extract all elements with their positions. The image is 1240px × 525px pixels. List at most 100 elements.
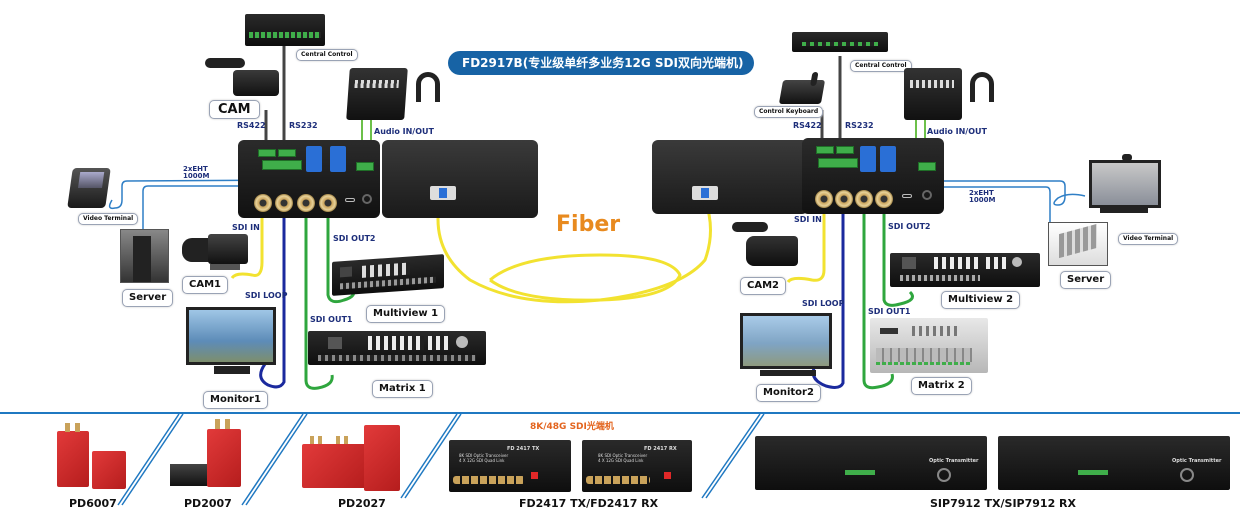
sdi-loop-label-right: SDI LOOP: [802, 299, 845, 308]
audio-mixer-icon-right: [904, 68, 962, 120]
fd2417-tx-desc-line1: 8K SDI Optic Transceiver: [459, 453, 509, 458]
camera-icon-cam2: [732, 220, 800, 270]
sdi-in-cable-left: [230, 215, 264, 279]
cam-label: CAM: [209, 100, 260, 119]
sip7912-rx-panel-label: Optic Transmitter: [1172, 458, 1222, 464]
pd6007-product-image-2: [92, 451, 126, 489]
headphones-icon-right: [970, 72, 994, 102]
rs422-label-right: RS422: [793, 121, 822, 130]
cam2-label: CAM2: [740, 277, 786, 295]
pd2007-label: PD2007: [184, 497, 232, 510]
control-keyboard-label: Control Keyboard: [754, 106, 824, 118]
eth-cable-right-1: [860, 180, 1086, 206]
rs232-label-right: RS232: [845, 121, 874, 130]
sdi-out1-label-left: SDI OUT1: [310, 315, 353, 324]
pd6007-product-image: [57, 423, 91, 489]
fd2417-tx-model: FD 2417 TX: [507, 446, 540, 452]
server-label-left: Server: [122, 289, 174, 307]
server-icon-right: [1048, 222, 1108, 266]
matrix-device-right: [870, 318, 988, 373]
server-label-right: Server: [1060, 271, 1112, 289]
pd2027-product-image-2: [364, 425, 400, 491]
central-control-label-right: Central Control: [850, 60, 912, 72]
eth-cable-right-2: [880, 186, 1051, 222]
fd2917b-transceiver-left-interface: [238, 140, 380, 218]
pd2027-product-image: [302, 436, 368, 490]
monitor-label-left: Monitor1: [203, 391, 268, 409]
fd2417-rx-desc-line2: 4 X 12G SDI Quad Link: [598, 457, 644, 463]
sip7912-rx-device: Optic Transmitter: [998, 436, 1230, 490]
central-control-device-right: [792, 32, 888, 52]
sdi-in-cable-right: [786, 213, 826, 284]
sip7912-tx-panel-label: Optic Transmitter: [929, 458, 979, 464]
monitor-stand-right: [760, 370, 816, 376]
matrix-label-left: Matrix 1: [372, 380, 433, 398]
multiview-label-right: Multiview 2: [941, 291, 1021, 309]
multiview-device-right: [890, 253, 1040, 287]
fd2917b-transceiver-right-interface: [802, 138, 944, 214]
pd2007-fiber-module: [170, 464, 210, 486]
pd6007-label: PD6007: [69, 497, 117, 510]
fd2417-label: FD2417 TX/FD2417 RX: [519, 497, 659, 510]
audio-mixer-icon-left: [346, 68, 408, 120]
camera-icon-cam: [205, 58, 280, 96]
eth-cable-left-2: [142, 185, 328, 230]
video-terminal-label-left: Video Terminal: [78, 213, 139, 225]
fd2417-tx-desc-line2: 4 X 12G SDI Quad Link: [459, 457, 505, 463]
sdi-out1-cable-left: [304, 215, 334, 390]
video-conference-icon-right: [1089, 154, 1161, 208]
eth-label-right-line2: 1000M: [969, 196, 996, 205]
pd2007-product-image: [207, 419, 243, 489]
fd2417-subtitle: 8K/48G SDI光端机: [530, 422, 614, 432]
audio-label-left: Audio IN/OUT: [374, 127, 434, 136]
rs232-label-left: RS232: [289, 121, 318, 130]
sdi-out2-label-left: SDI OUT2: [333, 234, 376, 243]
central-control-device-left: [245, 14, 325, 46]
multiview-label-left: Multiview 1: [366, 305, 446, 323]
eth-cable-left-1: [108, 179, 311, 210]
monitor-label-right: Monitor2: [756, 384, 821, 402]
eth-label-right-line1: 2xEHT: [969, 189, 994, 197]
video-conference-bar-right: [1100, 208, 1148, 213]
matrix-label-right: Matrix 2: [911, 377, 972, 395]
rs422-label-left: RS422: [237, 121, 266, 130]
monitor-icon-left: [186, 307, 276, 365]
pd2027-label: PD2027: [338, 497, 386, 510]
fd2917b-transceiver-left-optical: [382, 140, 538, 218]
camera-icon-cam1: [182, 230, 254, 274]
sdi-out2-cable-right: [882, 213, 914, 307]
fd2417-rx-model: FD 2417 RX: [644, 446, 677, 452]
video-phone-icon-left: [67, 168, 111, 208]
title-banner: FD2917B(专业级单纤多业务12G SDI双向光端机): [448, 51, 754, 75]
monitor-icon-right: [740, 313, 832, 369]
sip7912-tx-device: Optic Transmitter: [755, 436, 987, 490]
cam1-label: CAM1: [182, 276, 228, 294]
video-terminal-label-right: Video Terminal: [1118, 233, 1179, 245]
sip7912-label: SIP7912 TX/SIP7912 RX: [930, 497, 1076, 510]
audio-label-right: Audio IN/OUT: [927, 127, 987, 136]
eth-label-left-line1: 2xEHT: [183, 165, 208, 173]
sdi-out1-label-right: SDI OUT1: [868, 307, 911, 316]
fd2417-rx-desc-line1: 8K SDI Optic Transceiver: [598, 453, 648, 458]
sdi-out1-cable-right: [862, 213, 894, 390]
fiber-label: Fiber: [556, 212, 621, 237]
control-keyboard-icon: [778, 72, 826, 104]
fd2917b-transceiver-right-optical: [652, 140, 808, 214]
sdi-in-label-right: SDI IN: [794, 215, 822, 224]
product-dividers: [117, 413, 765, 506]
sdi-out2-label-right: SDI OUT2: [888, 222, 931, 231]
sdi-loop-label-left: SDI LOOP: [245, 291, 288, 300]
headphones-icon-left: [416, 72, 440, 102]
sdi-loop-cable-left: [259, 215, 286, 389]
sdi-in-label-left: SDI IN: [232, 223, 260, 232]
matrix-device-left: [308, 331, 486, 365]
eth-label-left-line2: 1000M: [183, 172, 210, 181]
monitor-stand-left: [214, 366, 250, 374]
server-icon-left: [120, 229, 169, 283]
